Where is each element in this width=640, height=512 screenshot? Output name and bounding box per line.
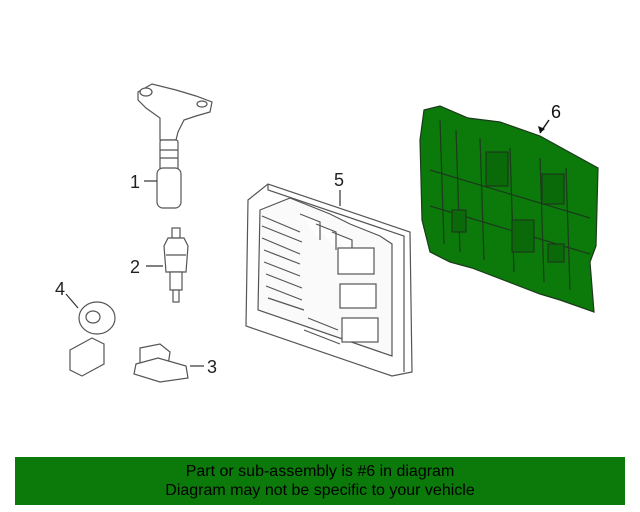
- banner-line-2: Diagram may not be specific to your vehi…: [165, 482, 475, 499]
- ignition-coil-part[interactable]: [137, 83, 213, 209]
- knock-sensor-part[interactable]: [69, 301, 116, 377]
- callout-1: 1: [130, 172, 140, 192]
- bracket-part-highlighted[interactable]: [419, 105, 599, 313]
- info-banner: Part or sub-assembly is #6 in diagram Di…: [15, 457, 625, 505]
- callout-5: 5: [334, 170, 344, 190]
- callout-6: 6: [551, 102, 561, 122]
- sensor-part[interactable]: [163, 227, 189, 303]
- callout-3: 3: [207, 357, 217, 377]
- connector-part[interactable]: [133, 343, 189, 383]
- banner-line-1: Part or sub-assembly is #6 in diagram: [185, 463, 455, 480]
- callout-4: 4: [55, 279, 65, 299]
- ecm-module-part[interactable]: [245, 183, 413, 377]
- callout-2: 2: [130, 257, 140, 277]
